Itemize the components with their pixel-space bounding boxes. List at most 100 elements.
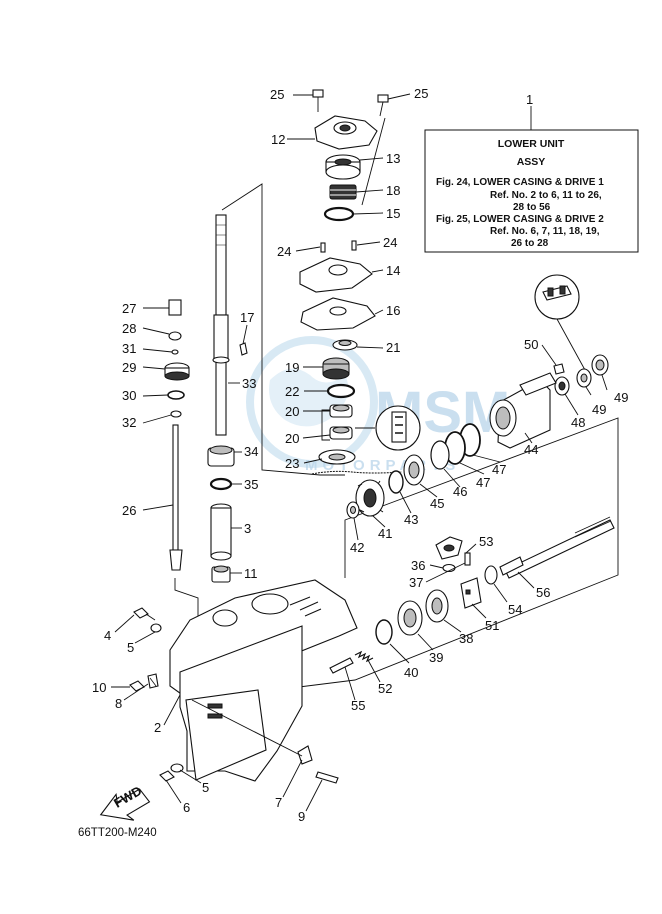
callout-6: 6 <box>183 800 190 815</box>
info-box-line: 28 to 56 <box>513 202 551 213</box>
callout-19: 19 <box>285 360 299 375</box>
callouts: 25 25 12 13 18 15 24 24 14 16 21 19 22 2… <box>92 86 628 824</box>
oring-22 <box>326 383 356 399</box>
clip-31 <box>171 349 179 355</box>
info-box-line: 26 to 28 <box>511 238 549 249</box>
pin-37 <box>464 552 471 566</box>
callout-5: 5 <box>202 780 209 795</box>
info-box-line: Fig. 24, LOWER CASING & DRIVE 1 <box>436 177 604 188</box>
callout-40: 40 <box>404 665 418 680</box>
callout-48: 48 <box>571 415 585 430</box>
diagram-code: 66TT200-M240 <box>78 827 157 839</box>
callout-9: 9 <box>298 809 305 824</box>
callout-53: 53 <box>479 534 493 549</box>
callout-16: 16 <box>386 303 400 318</box>
callout-20: 20 <box>285 431 299 446</box>
callout-10: 10 <box>92 680 106 695</box>
bolt-25-right <box>377 94 389 117</box>
callout-56: 56 <box>536 585 550 600</box>
callout-50: 50 <box>524 337 538 352</box>
info-box-line: Fig. 25, LOWER CASING & DRIVE 2 <box>436 214 604 225</box>
callout-20: 20 <box>285 404 299 419</box>
drive-shaft-33 <box>212 214 230 436</box>
callout-44: 44 <box>524 442 538 457</box>
bolt-6 <box>159 770 175 782</box>
callout-30: 30 <box>122 388 136 403</box>
callout-41: 41 <box>378 526 392 541</box>
callout-11: 11 <box>244 566 258 581</box>
shim-46 <box>430 440 450 470</box>
callout-47: 47 <box>492 462 506 477</box>
callout-23: 23 <box>285 456 299 471</box>
dowel-pins-24 <box>320 240 357 253</box>
housing-detail-view <box>534 274 586 371</box>
washer-42 <box>346 501 360 519</box>
fwd-arrow-icon: FWD <box>99 783 151 821</box>
spring-52 <box>354 650 374 663</box>
callout-12: 12 <box>271 132 285 147</box>
bolt-50 <box>553 363 565 375</box>
callout-31: 31 <box>122 341 136 356</box>
callout-29: 29 <box>122 360 136 375</box>
bolt-10 <box>129 680 145 692</box>
seal-detail-view <box>355 405 421 451</box>
bolt-4 <box>133 607 156 621</box>
bushing-27 <box>168 299 182 316</box>
prop-shaft-56 <box>499 516 615 579</box>
callout-24: 24 <box>277 244 291 259</box>
callout-32: 32 <box>122 415 136 430</box>
callout-1: 1 <box>526 92 533 107</box>
shim-43 <box>388 470 404 494</box>
shift-rod-26 <box>169 424 183 571</box>
callout-34: 34 <box>244 444 258 459</box>
washer-32 <box>170 410 182 418</box>
shim-54 <box>484 565 498 585</box>
callout-47: 47 <box>476 475 490 490</box>
callout-55: 55 <box>351 698 365 713</box>
leader-lines <box>111 93 608 812</box>
callout-38: 38 <box>459 631 473 646</box>
drive-shaft-group <box>207 214 248 583</box>
prop-shaft-group <box>329 516 615 674</box>
callout-4: 4 <box>104 628 111 643</box>
info-box-subtitle: ASSY <box>517 156 546 168</box>
callout-26: 26 <box>122 503 136 518</box>
bearing-49-a <box>576 368 592 388</box>
forward-gear-38 <box>425 589 449 623</box>
info-box-line: Ref. No. 2 to 6, 11 to 26, <box>490 190 602 201</box>
seal-48 <box>554 376 570 396</box>
callout-49: 49 <box>614 390 628 405</box>
clutch-51 <box>460 577 482 609</box>
callout-13: 13 <box>386 151 400 166</box>
washer-5-upper <box>150 623 162 633</box>
lower-casing-2 <box>169 579 358 782</box>
callout-2: 2 <box>154 720 161 735</box>
oring-35 <box>209 477 233 491</box>
callout-25: 25 <box>414 86 428 101</box>
gasket-16 <box>300 297 376 331</box>
callout-8: 8 <box>115 696 122 711</box>
screw-9 <box>315 771 339 784</box>
reverse-gear-41 <box>355 479 385 517</box>
callout-52: 52 <box>378 681 392 696</box>
callout-5: 5 <box>127 640 134 655</box>
callout-28: 28 <box>122 321 136 336</box>
plunger-55 <box>329 657 354 674</box>
washer-21 <box>332 339 358 351</box>
callout-14: 14 <box>386 263 400 278</box>
plate-8 <box>147 673 159 689</box>
callout-3: 3 <box>244 521 251 536</box>
info-box-line: Ref. No. 6, 7, 11, 18, 19, <box>490 226 600 237</box>
prop-shaft-housing-group <box>346 274 609 519</box>
bearing-45 <box>403 454 425 486</box>
callout-21: 21 <box>386 340 400 355</box>
callout-36: 36 <box>411 558 425 573</box>
washer-23 <box>311 449 403 475</box>
nut-28 <box>168 331 182 341</box>
bearing-34 <box>207 445 235 467</box>
impeller-18 <box>329 184 357 200</box>
pinion-53 <box>435 536 463 560</box>
shift-rod-group <box>164 299 190 571</box>
pump-housing-12 <box>314 115 378 150</box>
